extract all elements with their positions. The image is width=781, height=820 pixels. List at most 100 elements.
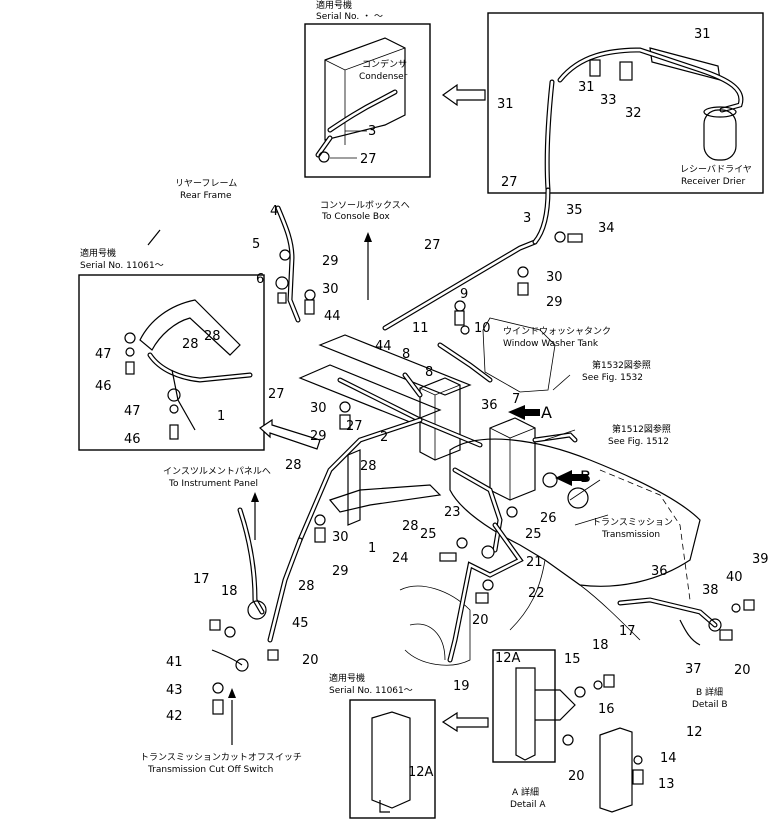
callout: 44	[375, 339, 392, 354]
callout: 3	[523, 211, 531, 226]
callout: 20	[472, 613, 489, 628]
callout: 17	[619, 624, 636, 639]
washer-jp: ウインドウォッシャタンク	[503, 326, 611, 337]
callout: 22	[528, 586, 545, 601]
callout: 24	[392, 551, 409, 566]
callout: 29	[322, 254, 339, 269]
condenser-jp: コンデンサ	[362, 58, 407, 70]
inset-left-header-jp: 適用号機	[80, 247, 116, 259]
receiver-drier-jp: レシーバドライヤ	[680, 164, 752, 175]
rear-frame-en: Rear Frame	[180, 191, 232, 201]
callout: 25	[420, 527, 437, 542]
callout: 26	[540, 511, 557, 526]
callout: 30	[332, 530, 349, 545]
inset-bottom-header-jp: 適用号機	[329, 672, 365, 684]
rear-frame-jp: リヤーフレーム	[175, 178, 237, 189]
callout: 38	[702, 583, 719, 598]
fig1532-en: See Fig. 1532	[582, 373, 643, 383]
arrow-a-label: A	[541, 403, 552, 422]
callout: 46	[124, 432, 141, 447]
instrument-jp: インスツルメントパネルへ	[163, 466, 271, 477]
callout: 27	[346, 419, 363, 434]
main-callouts: 4562930442744811910273029873534302923627…	[166, 203, 769, 792]
console-en: To Console Box	[321, 212, 390, 222]
callout: 27	[501, 175, 518, 190]
callout: 28	[182, 337, 199, 352]
receiver-drier-en: Receiver Drier	[681, 177, 745, 187]
callout: 18	[592, 638, 609, 653]
callout: 31	[578, 80, 595, 95]
inset-top-right-frame	[487, 12, 764, 194]
callout: 39	[752, 552, 769, 567]
callout: 31	[694, 27, 711, 42]
condenser-en: Condenser	[359, 72, 408, 82]
cutoff-en: Transmission Cut Off Switch	[147, 765, 273, 775]
console-jp: コンソールボックスへ	[320, 200, 410, 211]
callout: 1	[368, 541, 376, 556]
detail-b-en: Detail B	[692, 700, 728, 710]
callout: 9	[460, 287, 468, 302]
detail-b-jp: B 詳細	[696, 686, 723, 698]
main-assembly	[209, 187, 755, 813]
inset-left-serial: Serial No. 11061～	[80, 261, 164, 271]
callout: 30	[310, 401, 327, 416]
arrow-to-bottom-inset	[441, 711, 489, 733]
callout: 31	[497, 97, 514, 112]
callout: 25	[525, 527, 542, 542]
callout: 28	[298, 579, 315, 594]
callout: 27	[360, 152, 377, 167]
callout: 35	[566, 203, 583, 218]
callout: 28	[204, 329, 221, 344]
callout: 20	[302, 653, 319, 668]
callout: 30	[546, 270, 563, 285]
detail-a-en: Detail A	[510, 800, 546, 810]
instrument-en: To Instrument Panel	[168, 479, 258, 489]
condenser-drawing	[315, 37, 406, 163]
callout: 40	[726, 570, 743, 585]
callout: 12A	[408, 765, 434, 780]
arrow-to-left-inset	[259, 418, 321, 450]
callout: 8	[425, 365, 433, 380]
callout: 28	[360, 459, 377, 474]
callout: 45	[292, 616, 309, 631]
callout: 34	[598, 221, 615, 236]
callout: 28	[402, 519, 419, 534]
callout: 4	[270, 204, 278, 219]
inset-top-serial: Serial No. ・ ～	[316, 12, 383, 22]
callout: 33	[600, 93, 617, 108]
inset-bottom-serial: Serial No. 11061～	[329, 686, 413, 696]
callout: 17	[193, 572, 210, 587]
callout: 19	[453, 679, 470, 694]
callout: 12	[686, 725, 703, 740]
callout: 29	[332, 564, 349, 579]
callout: 29	[310, 429, 327, 444]
callout: 5	[252, 237, 260, 252]
washer-en: Window Washer Tank	[503, 339, 599, 349]
inset-top-center-frame	[304, 23, 431, 178]
callout: 41	[166, 655, 183, 670]
arrow-b-label: B	[580, 467, 591, 486]
callout: 13	[658, 777, 675, 792]
fig1512-en: See Fig. 1512	[608, 437, 669, 447]
callout: 8	[402, 347, 410, 362]
callout: 1	[217, 409, 225, 424]
fig1532-jp: 第1532図参照	[592, 359, 651, 371]
transmission-en: Transmission	[601, 530, 660, 540]
callout: 42	[166, 709, 183, 724]
cutoff-jp: トランスミッションカットオフスイッチ	[140, 752, 302, 763]
callout: 47	[95, 347, 112, 362]
callout: 16	[598, 702, 615, 717]
fig1512-jp: 第1512図参照	[612, 423, 671, 435]
callout: 44	[324, 309, 341, 324]
callout: 20	[568, 769, 585, 784]
callout: 2	[380, 430, 388, 445]
arrow-to-top-center-inset	[441, 83, 486, 107]
callout: 15	[564, 652, 581, 667]
callout: 23	[444, 505, 461, 520]
arrow-b-icon	[555, 470, 588, 486]
inset-top-header-jp: 適用号機	[316, 0, 352, 11]
callout: 27	[268, 387, 285, 402]
callout: 20	[734, 663, 751, 678]
callout: 21	[526, 555, 543, 570]
